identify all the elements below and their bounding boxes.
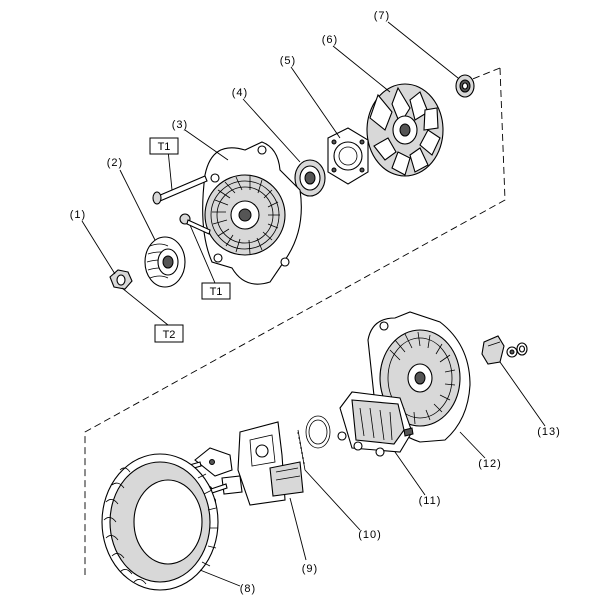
callout-leader-lines — [81, 21, 546, 587]
callout-11: (11) — [419, 495, 442, 507]
leader-2 — [119, 169, 156, 241]
leader-11 — [394, 451, 426, 496]
part-13-terminal-insulator — [481, 335, 528, 365]
leader-7 — [387, 21, 459, 79]
callout-10: (10) — [358, 529, 382, 541]
assembly-axis-dashed-line — [84, 67, 506, 575]
callout-2: (2) — [107, 157, 123, 169]
callout-4: (4) — [232, 87, 248, 99]
callout-1: (1) — [70, 209, 86, 221]
leader-t2 — [121, 287, 169, 326]
torque-tag-t1-upper: T1 — [149, 137, 179, 155]
part-2-pulley — [144, 236, 186, 288]
leader-t1-upper — [167, 149, 173, 191]
leader-10 — [304, 469, 361, 531]
leader-8 — [199, 569, 241, 587]
torque-tag-t1-lower: T1 — [201, 282, 231, 300]
leader-5 — [290, 66, 341, 139]
torque-tag-t1-lower-text: T1 — [210, 286, 223, 298]
leader-1 — [81, 220, 116, 275]
part-through-bolt — [152, 175, 208, 205]
leader-13 — [499, 361, 546, 427]
leader-t1-lower — [189, 224, 216, 284]
callout-3: (3) — [172, 119, 188, 131]
callout-7: (7) — [374, 10, 390, 22]
leader-9 — [289, 497, 307, 561]
part-8-stator — [101, 453, 219, 591]
callout-8: (8) — [240, 583, 256, 595]
part-3-front-bracket — [202, 141, 302, 285]
leader-6 — [332, 45, 391, 93]
leader-3 — [184, 129, 229, 161]
part-1-pulley-nut — [109, 269, 133, 290]
part-7-slip-ring-bearing — [455, 74, 475, 98]
torque-tag-t1-upper-text: T1 — [158, 141, 171, 153]
leader-12 — [459, 431, 486, 459]
part-11-rectifier — [337, 391, 414, 457]
leader-4 — [242, 98, 301, 163]
part-5-bearing-retainer-plate — [327, 127, 369, 185]
torque-tag-t2: T2 — [154, 324, 184, 343]
part-10-spring-seal — [297, 415, 331, 471]
callout-5: (5) — [280, 55, 296, 67]
callout-6: (6) — [322, 34, 338, 46]
callout-13: (13) — [537, 426, 561, 438]
part-9-brush-holder — [194, 421, 304, 506]
callout-12: (12) — [478, 458, 502, 470]
part-4-front-bearing — [294, 159, 326, 197]
torque-tag-t2-text: T2 — [163, 329, 176, 341]
callout-9: (9) — [302, 563, 318, 575]
part-small-screw — [179, 213, 211, 235]
part-6-rotor — [366, 83, 444, 177]
